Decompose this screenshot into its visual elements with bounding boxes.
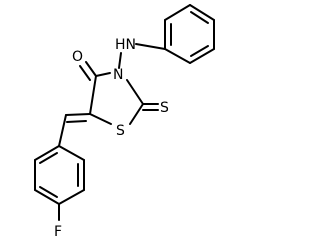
bond [190,11,209,24]
bond [164,48,191,64]
bond [164,4,191,21]
bond [65,113,91,116]
bond [118,52,122,69]
bond [135,43,166,50]
bond [126,79,144,105]
bond [189,48,215,64]
bond [58,145,85,161]
thiazolidinone-ring [89,72,144,125]
bond [39,152,58,164]
molecular-structure: HN N O S S F [34,4,215,240]
atom-label-s-thione: S [160,100,169,116]
bond [89,75,97,115]
atom-label-n: N [113,67,123,83]
bond [79,65,91,81]
atom-label-nh: HN [115,37,136,53]
atom-label-o: O [72,49,83,65]
fluorophenyl-ring [34,145,85,205]
bond [34,189,60,205]
bond [129,103,144,125]
bond [58,114,67,147]
phenyl-ring [164,4,215,64]
atom-label-f: F [54,224,62,240]
bond [190,45,209,57]
bond [34,145,60,161]
bond [189,4,215,21]
bond [95,72,111,77]
bond [66,120,87,123]
bond [85,61,97,77]
bond [58,189,85,205]
atom-label-s-ring: S [116,123,125,139]
bond [89,113,112,125]
bond [39,186,58,198]
